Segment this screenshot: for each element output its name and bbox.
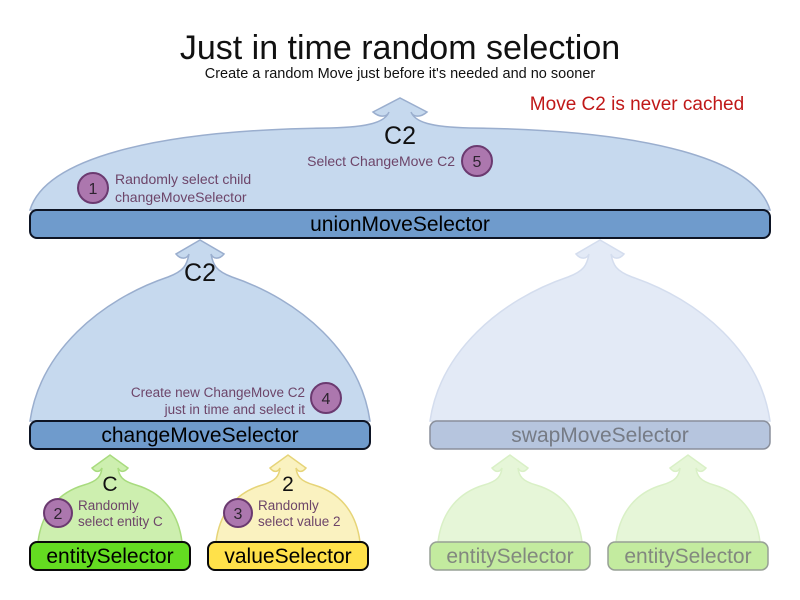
swap-move-selector-bar	[429, 420, 771, 450]
faded-entity-selector-right-bar	[607, 541, 769, 571]
step-1-circle	[77, 172, 109, 204]
step-2-circle	[43, 498, 73, 528]
entity-bell-arrow-shape	[37, 454, 183, 543]
step-1-annotation-line1: Randomly select child	[115, 171, 251, 187]
step-3-number: 3	[234, 506, 243, 523]
entity-selector-bar	[29, 541, 191, 571]
swap-bell-arrow-shape	[429, 239, 771, 422]
step-4-annotation-line1: Create new ChangeMove C2	[131, 385, 305, 400]
entity-produced-value-label: C	[102, 473, 117, 496]
union-produced-move-label: C2	[384, 122, 416, 150]
change-move-selector-label: changeMoveSelector	[101, 424, 298, 447]
swap-move-selector-label: swapMoveSelector	[511, 424, 688, 447]
step-4-annotation-line2: just in time and select it	[164, 402, 306, 417]
step-4-number: 4	[322, 391, 331, 408]
step-1-annotation-line2: changeMoveSelector	[115, 189, 247, 205]
step-5-annotation-line1: Select ChangeMove C2	[307, 153, 455, 169]
cache-note-text: Move C2 is never cached	[530, 94, 744, 115]
step-4-circle	[310, 382, 342, 414]
value-produced-value-label: 2	[282, 473, 294, 496]
faded-entity-right-bell-shape	[615, 454, 761, 543]
step-1-number: 1	[89, 181, 98, 198]
change-bell-arrow-shape	[29, 239, 371, 422]
step-5-circle	[461, 145, 493, 177]
page-title: Just in time random selection	[180, 29, 620, 67]
value-bell-arrow-shape	[215, 454, 361, 543]
faded-entity-selector-left-bar	[429, 541, 591, 571]
value-selector-bar	[207, 541, 369, 571]
step-3-annotation-line1: Randomly	[258, 498, 319, 513]
faded-entity-left-bell-shape	[437, 454, 583, 543]
step-3-circle	[223, 498, 253, 528]
union-move-selector-bar	[29, 209, 771, 239]
change-produced-move-label: C2	[184, 259, 216, 287]
entity-selector-label: entitySelector	[46, 545, 173, 568]
union-move-selector-label: unionMoveSelector	[310, 213, 490, 236]
union-bell-arrow-shape	[28, 97, 772, 211]
value-selector-label: valueSelector	[224, 545, 351, 568]
step-2-annotation-line1: Randomly	[78, 498, 139, 513]
faded-entity-selector-right-label: entitySelector	[624, 545, 751, 568]
step-3-annotation-line2: select value 2	[258, 514, 341, 529]
faded-entity-selector-left-label: entitySelector	[446, 545, 573, 568]
step-2-annotation-line2: select entity C	[78, 514, 163, 529]
page-subtitle: Create a random Move just before it's ne…	[205, 66, 596, 82]
step-2-number: 2	[54, 506, 63, 523]
step-5-number: 5	[473, 154, 482, 171]
change-move-selector-bar	[29, 420, 371, 450]
